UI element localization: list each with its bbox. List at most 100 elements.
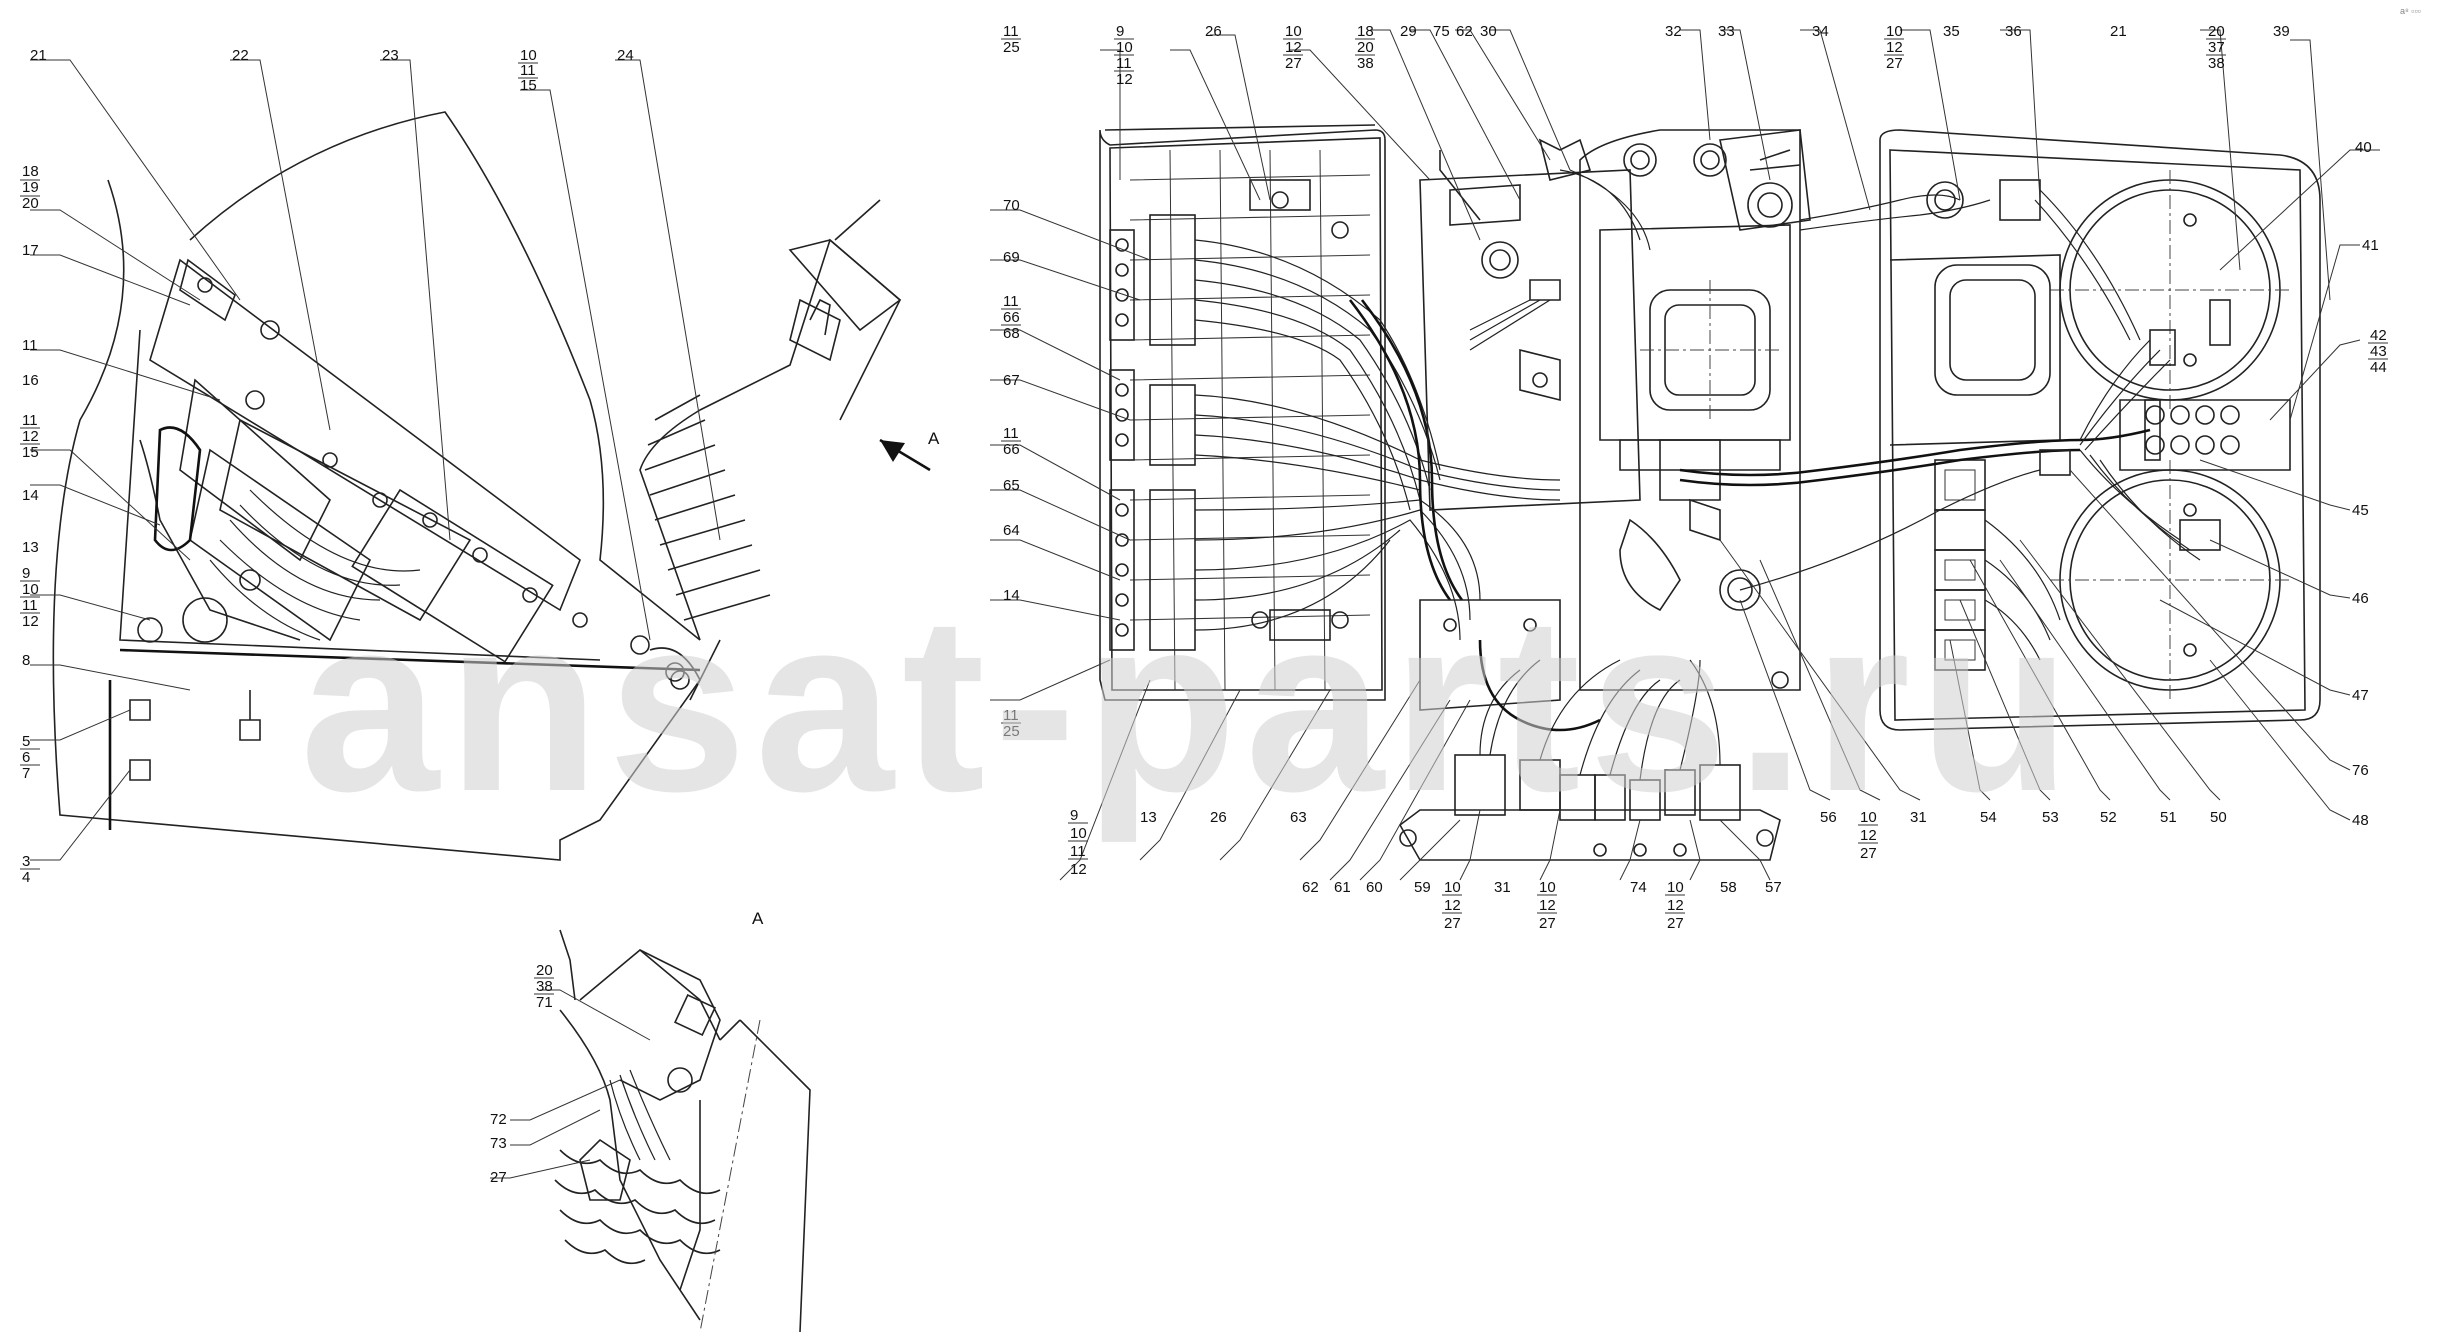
callout-label: 73 — [490, 1135, 507, 1152]
side-view-assembly: A — [52, 111, 940, 861]
callout-label: 9 — [1070, 807, 1078, 824]
callout-label: 38 — [536, 978, 553, 995]
callout-label: 9 — [22, 565, 30, 582]
callout-label: 45 — [2352, 502, 2369, 519]
center-panel-assembly — [1099, 124, 1561, 701]
callout-label: 6 — [22, 749, 30, 766]
callout-label: 13 — [22, 539, 39, 556]
callout-label: 30 — [1480, 23, 1497, 40]
callout-label: 18 — [1357, 23, 1374, 40]
callout-label: 11 — [1003, 425, 1019, 442]
callout-label: 27 — [1444, 915, 1461, 932]
callout-label: 10 — [1285, 23, 1302, 40]
callout-label: 52 — [2100, 809, 2117, 826]
callout-label: 15 — [520, 77, 537, 94]
callout-label: 68 — [1003, 325, 1020, 342]
callout-label: 10 — [520, 47, 537, 64]
callout-label: 26 — [1205, 23, 1222, 40]
callout-label: 11 — [22, 337, 38, 354]
callout-label: 25 — [1003, 723, 1020, 740]
watermark-logo: ansat-parts.ru — [300, 564, 2079, 843]
callout-label: 60 — [1366, 879, 1383, 896]
callout-label: 44 — [2370, 359, 2387, 376]
corner-mark: a⁸ ▫▫▫ — [2400, 6, 2421, 16]
callout-label: 36 — [2005, 23, 2022, 40]
callout-label: 61 — [1334, 879, 1351, 896]
callout-label: 76 — [2352, 762, 2369, 779]
callout-label: 7 — [22, 765, 30, 782]
callout-label: 34 — [1812, 23, 1829, 40]
callout-label: 10 — [1444, 879, 1461, 896]
callout-label: 56 — [1820, 809, 1837, 826]
callout-label: 12 — [1886, 39, 1903, 56]
leader-lines — [30, 29, 2380, 1179]
callout-label: 74 — [1630, 879, 1647, 896]
callout-label: 54 — [1980, 809, 1997, 826]
callout-label: 16 — [22, 372, 39, 389]
callout-label: 50 — [2210, 809, 2227, 826]
callout-label: 11 — [22, 412, 38, 429]
callout-label: 64 — [1003, 522, 1020, 539]
callout-label: 13 — [1140, 809, 1157, 826]
callout-label: 12 — [1667, 897, 1684, 914]
callout-label: 72 — [490, 1111, 507, 1128]
callout-label: 10 — [1667, 879, 1684, 896]
callout-label: 20 — [22, 195, 39, 212]
callout-label: 26 — [1210, 809, 1227, 826]
callout-label: 17 — [22, 242, 39, 259]
callout-label: 66 — [1003, 441, 1020, 458]
callout-label: 5 — [22, 733, 30, 750]
callout-label: 12 — [1444, 897, 1461, 914]
callout-label: 27 — [1539, 915, 1556, 932]
callout-label: 27 — [1667, 915, 1684, 932]
callout-label: 10 — [1886, 23, 1903, 40]
callout-label: 11 — [1116, 55, 1132, 72]
callout-label: 70 — [1003, 197, 1020, 214]
callout-label: 12 — [1539, 897, 1556, 914]
callout-label: 62 — [1456, 23, 1473, 40]
callout-label: 19 — [22, 179, 39, 196]
callout-label: 38 — [1357, 55, 1374, 72]
callout-label: 27 — [1860, 845, 1877, 862]
callout-label: 14 — [22, 487, 39, 504]
callout-label: 20 — [2208, 23, 2225, 40]
callout-label: 21 — [2110, 23, 2127, 40]
callout-label: 59 — [1414, 879, 1431, 896]
callout-label: 3 — [22, 853, 30, 870]
callout-label: 27 — [1886, 55, 1903, 72]
callout-label: 27 — [490, 1169, 507, 1186]
callout-label: 10 — [1860, 809, 1877, 826]
callout-label: 67 — [1003, 372, 1020, 389]
callout-label: 71 — [536, 994, 553, 1011]
callout-label: 31 — [1494, 879, 1511, 896]
callout-label: 12 — [1285, 39, 1302, 56]
callout-label: 20 — [536, 962, 553, 979]
callout-label: 51 — [2160, 809, 2177, 826]
callout-label: 31 — [1910, 809, 1927, 826]
callout-label: 65 — [1003, 477, 1020, 494]
callout-label: 11 — [1003, 707, 1019, 724]
callout-label: 48 — [2352, 812, 2369, 829]
callout-label: 43 — [2370, 343, 2387, 360]
callout-label: 40 — [2355, 139, 2372, 156]
callout-labels: 21 22 23 10 11 15 24 18 19 20 17 11 16 1… — [22, 23, 2387, 1186]
callout-label: 12 — [1070, 861, 1087, 878]
callout-label: 15 — [22, 444, 39, 461]
right-panel-assembly — [1679, 129, 2321, 731]
callout-label: 38 — [2208, 55, 2225, 72]
callout-label: 21 — [30, 47, 47, 64]
callout-label: 10 — [22, 581, 39, 598]
callout-label: 10 — [1070, 825, 1087, 842]
callout-label: 57 — [1765, 879, 1782, 896]
callout-label: 14 — [1003, 587, 1020, 604]
callout-label: 12 — [22, 428, 39, 445]
callout-label: 4 — [22, 869, 30, 886]
callout-label: 66 — [1003, 309, 1020, 326]
callout-label: 29 — [1400, 23, 1417, 40]
detail-view-title: A — [752, 909, 764, 928]
callout-label: 22 — [232, 47, 249, 64]
callout-label: 10 — [1116, 39, 1133, 56]
callout-label: 33 — [1718, 23, 1735, 40]
